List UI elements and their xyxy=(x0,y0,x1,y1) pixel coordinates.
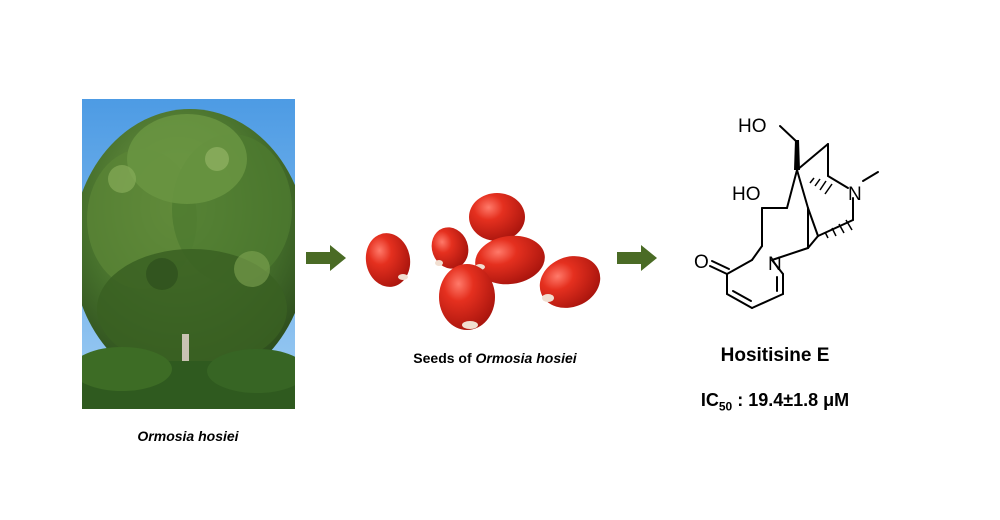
seeds-caption: Seeds of Ormosia hosiei xyxy=(380,350,610,366)
pyridone-n-label: N xyxy=(768,254,782,275)
seed xyxy=(431,227,469,269)
activity-value: IC50 : 19.4±1.8 μM xyxy=(640,390,910,414)
ic50-label: IC xyxy=(700,390,719,410)
molecular-structure: HO HO N N O xyxy=(690,108,890,333)
seeds-caption-species: Ormosia hosiei xyxy=(475,350,577,366)
right-arrow-icon xyxy=(306,245,346,271)
hositisine-e-structure: HO HO N N O xyxy=(694,116,879,309)
seed xyxy=(539,256,601,308)
compound-name: Hositisine E xyxy=(720,345,830,366)
tree-illustration xyxy=(82,99,295,409)
seed xyxy=(469,193,525,241)
bond xyxy=(779,125,798,143)
seeds-caption-prefix: Seeds of xyxy=(413,350,476,366)
ic50-subscript: 50 xyxy=(718,399,733,414)
seed xyxy=(439,264,495,330)
hydroxyl-label: HO xyxy=(732,184,761,205)
amine-n-label: N xyxy=(848,184,862,205)
ic50-value: : 19.4±1.8 μM xyxy=(732,390,850,410)
seeds-illustration xyxy=(355,185,615,340)
carbonyl-o-label: O xyxy=(694,252,709,273)
tree-photo xyxy=(82,99,295,409)
tree-caption: Ormosia hosiei xyxy=(137,428,239,444)
seed xyxy=(365,233,411,287)
right-arrow-icon xyxy=(617,245,657,271)
hydroxymethyl-label: HO xyxy=(738,116,767,137)
